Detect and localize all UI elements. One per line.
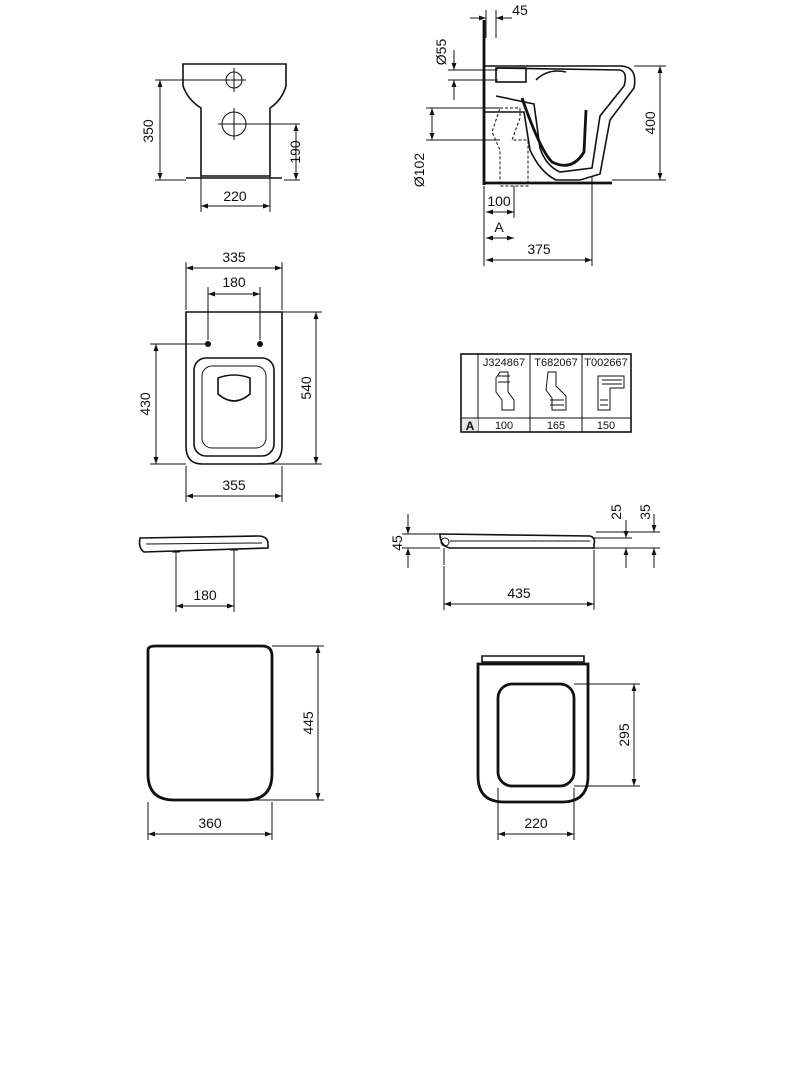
ring-outer xyxy=(476,662,590,804)
connector-value-3: 150 xyxy=(597,420,615,432)
seat-side-outline xyxy=(138,535,269,553)
side-view: 45 Ø55 Ø102 100 A 375 400 xyxy=(411,2,666,266)
seat-ring-label: 35 xyxy=(637,504,653,520)
connector-icon-offset xyxy=(545,371,567,411)
top-fixing-depth-label: 430 xyxy=(137,392,153,416)
inlet-diameter-label: Ø55 xyxy=(433,39,449,66)
table-frame xyxy=(460,353,632,433)
wall-gap-label: 45 xyxy=(512,2,528,18)
front-outlet-height-label: 190 xyxy=(287,140,303,164)
connector-icon-straight xyxy=(495,371,515,411)
fixing-hole-left xyxy=(205,341,211,347)
connector-dashed xyxy=(491,107,529,187)
lid-width-label: 360 xyxy=(198,815,222,831)
outlet-diameter-label: Ø102 xyxy=(411,153,427,187)
front-height-label: 350 xyxy=(140,119,156,143)
ring-opening xyxy=(496,682,576,788)
ring-opening-width-label: 220 xyxy=(524,815,548,831)
seat-side-left: 180 xyxy=(138,535,269,612)
ring-opening-height-label: 295 xyxy=(616,723,632,747)
a-dimension-label: A xyxy=(494,219,504,235)
seat-side-right: 45 25 35 435 xyxy=(389,504,660,610)
top-depth-label: 540 xyxy=(298,376,314,400)
pan-height-label: 400 xyxy=(642,111,658,135)
connector-value-1: 100 xyxy=(495,420,513,432)
ring-hinge-bar xyxy=(481,655,585,663)
table-row-header-cell xyxy=(462,419,478,431)
outlet-offset-label: 100 xyxy=(487,193,511,209)
seat-height-label: 45 xyxy=(389,535,405,551)
pan-side-outline xyxy=(484,65,636,181)
pan-top-outline xyxy=(185,311,283,465)
top-width-label: 335 xyxy=(222,249,246,265)
lid-outline xyxy=(146,644,274,802)
connector-code-1: J324867 xyxy=(483,357,525,369)
trap-curve xyxy=(520,97,588,167)
top-view: 335 180 540 430 355 xyxy=(137,249,322,502)
front-view: 350 190 220 xyxy=(140,63,303,212)
depth-label: 375 xyxy=(527,241,551,257)
lid-height-label: 445 xyxy=(300,711,316,735)
connector-icon-elbow xyxy=(597,375,625,411)
seat-lid-top: 445 360 xyxy=(146,644,324,840)
seat-length-label: 435 xyxy=(507,585,531,601)
seat-lid-label: 25 xyxy=(608,504,624,520)
bowl-rim-outer xyxy=(193,357,275,457)
table-row-header: A xyxy=(466,419,475,433)
seat-hinge-label: 180 xyxy=(193,587,217,603)
seat-ring-top: 295 220 xyxy=(476,655,640,840)
bowl-rim-inner xyxy=(201,365,267,449)
front-width-label: 220 xyxy=(223,188,247,204)
connector-code-2: T682067 xyxy=(534,357,577,369)
top-base-width-label: 355 xyxy=(222,477,246,493)
connector-code-3: T002667 xyxy=(584,357,627,369)
top-fixing-label: 180 xyxy=(222,274,246,290)
fixing-hole-right xyxy=(257,341,263,347)
connector-table: A J324867 T682067 T002667 100 165 150 xyxy=(460,353,632,433)
connector-value-2: 165 xyxy=(547,420,565,432)
bowl-opening xyxy=(217,374,251,402)
inlet-spigot xyxy=(495,67,527,83)
